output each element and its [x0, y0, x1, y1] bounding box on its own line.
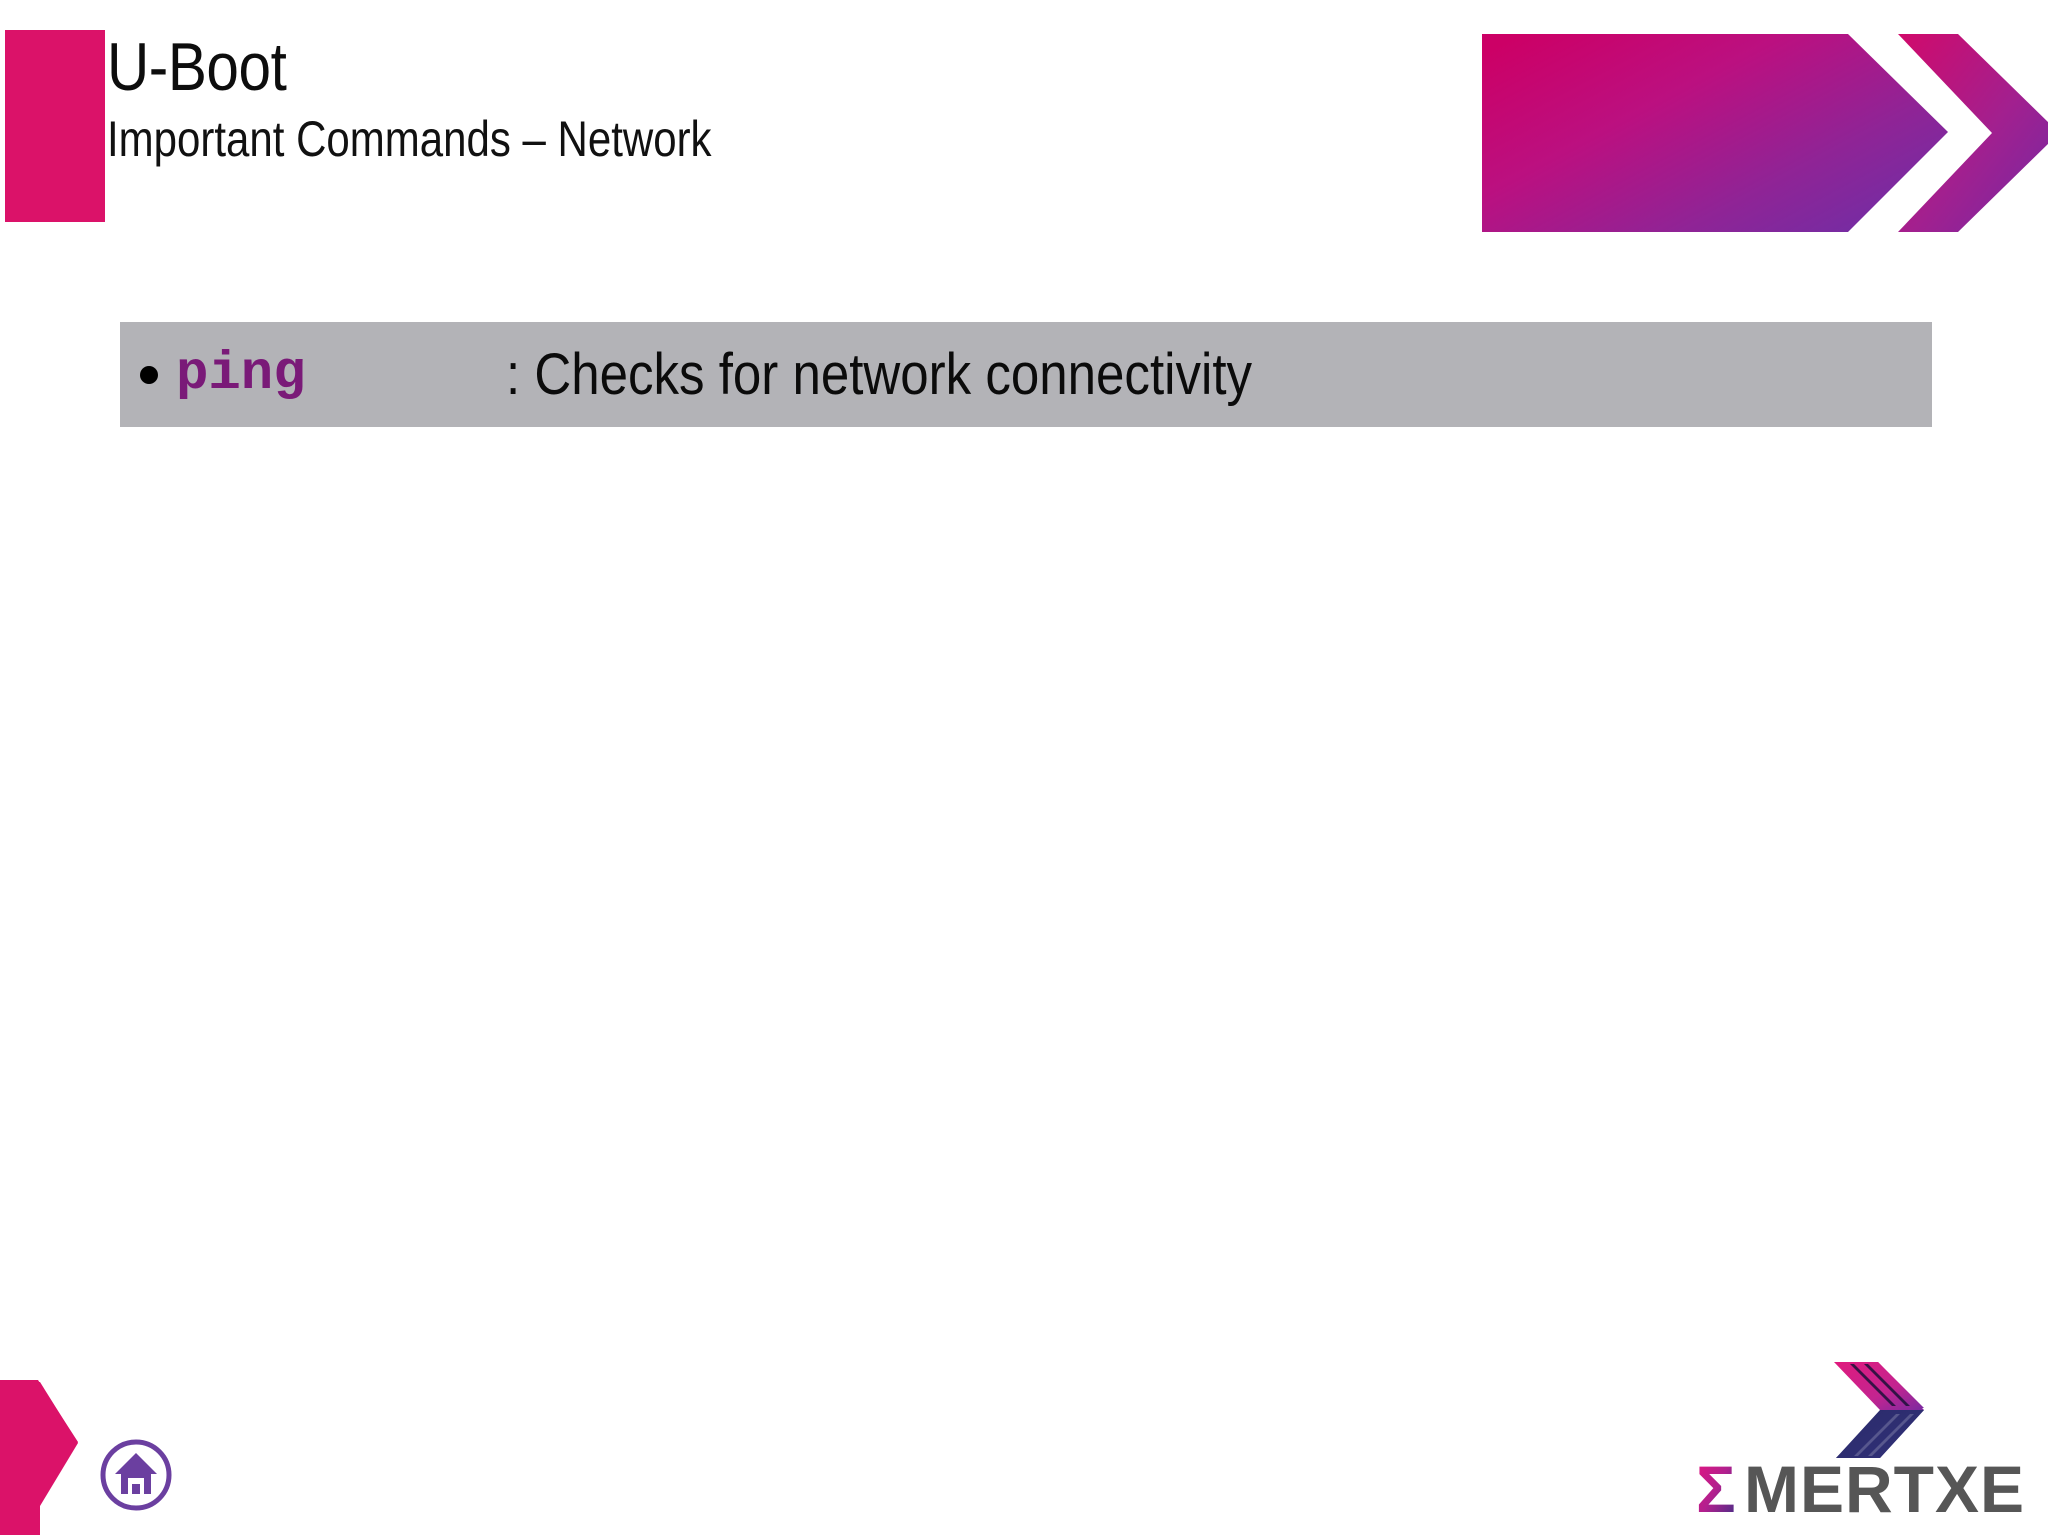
- footer-pink-arrow-shape: [0, 1380, 80, 1535]
- page-subtitle: Important Commands – Network: [107, 111, 712, 167]
- page-title: U-Boot: [107, 29, 287, 105]
- header-chevron-arrow-icon: [1480, 32, 2048, 234]
- brand-logo: Σ MERTXE: [1692, 1358, 2048, 1530]
- brand-chevron-icon: [1820, 1358, 1940, 1466]
- header-text-block: U-Boot Important Commands – Network: [107, 28, 1427, 170]
- list-item: ping : Checks for network connectivity: [120, 322, 1932, 427]
- command-description: : Checks for network connectivity: [506, 341, 1253, 407]
- title-accent-bar: [5, 30, 105, 222]
- slide-content: ping : Checks for network connectivity: [0, 300, 2048, 1300]
- home-button[interactable]: [99, 1438, 173, 1512]
- bullet-dot-icon: [140, 365, 158, 384]
- brand-wordmark: Σ MERTXE: [1692, 1454, 2048, 1526]
- command-name: ping: [176, 343, 306, 405]
- brand-rest: MERTXE: [1744, 1454, 2025, 1526]
- brand-sigma: Σ: [1696, 1454, 1736, 1526]
- home-icon: [100, 1439, 172, 1511]
